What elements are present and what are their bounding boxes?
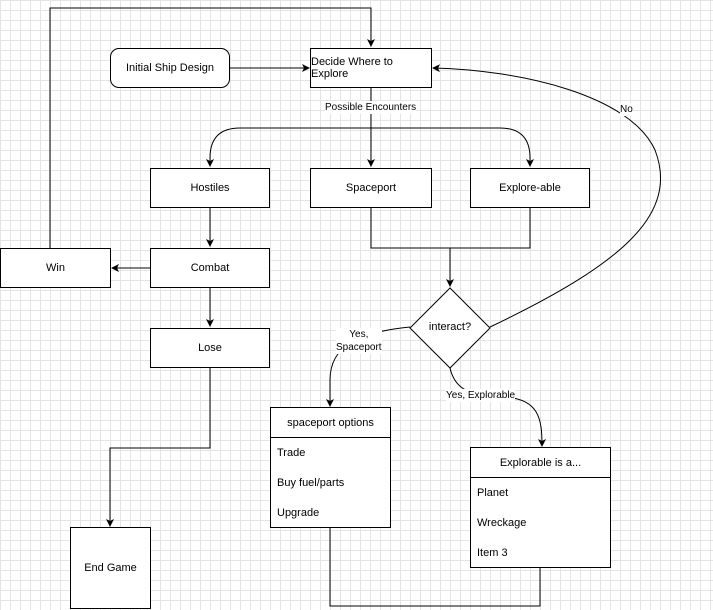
explorable-list[interactable]: Explorable is a... Planet Wreckage Item … xyxy=(470,447,611,568)
explorable-title: Explorable is a... xyxy=(471,448,610,478)
edge-bottom-lines xyxy=(329,528,541,607)
yes-spaceport-line2: Spaceport xyxy=(336,342,382,353)
win-node[interactable]: Win xyxy=(0,248,111,288)
lose-node[interactable]: Lose xyxy=(150,328,270,368)
yes-spaceport-label: Yes, Spaceport xyxy=(336,328,382,354)
list-item[interactable]: Trade xyxy=(277,447,306,459)
interact-label: interact? xyxy=(428,321,472,333)
lose-label: Lose xyxy=(198,342,222,354)
exploreable-label: Explore-able xyxy=(499,182,561,194)
list-item[interactable]: Upgrade xyxy=(277,507,320,519)
edge-win-to-decide xyxy=(49,7,375,248)
initial-ship-design-node[interactable]: Initial Ship Design xyxy=(110,48,230,88)
edge-interact-yes-explorable xyxy=(449,367,546,447)
no-label: No xyxy=(620,103,633,116)
spaceport-label: Spaceport xyxy=(345,182,397,194)
interact-diamond xyxy=(409,287,491,369)
combat-node[interactable]: Combat xyxy=(150,248,270,288)
end-game-label: End Game xyxy=(84,562,137,574)
exploreable-node[interactable]: Explore-able xyxy=(470,168,590,208)
decide-where-node[interactable]: Decide Where to Explore xyxy=(310,48,432,88)
yes-spaceport-line1: Yes, xyxy=(349,329,369,340)
decide-where-label: Decide Where to Explore xyxy=(311,56,393,80)
edge-spaceport-to-interact xyxy=(370,208,531,249)
spaceport-node[interactable]: Spaceport xyxy=(310,168,432,208)
list-item[interactable]: Planet xyxy=(477,487,509,499)
list-item[interactable]: Item 3 xyxy=(477,547,508,559)
edge-interact-no xyxy=(432,64,661,328)
yes-explorable-label: Yes, Explorable xyxy=(446,389,516,402)
edge-decide-to-exploreable xyxy=(371,127,534,167)
possible-encounters-label: Possible Encounters xyxy=(325,101,417,114)
edge-lose-to-endgame xyxy=(106,368,211,527)
combat-label: Combat xyxy=(190,262,230,274)
initial-ship-design-label: Initial Ship Design xyxy=(125,62,215,74)
edge-decide-to-hostiles xyxy=(206,127,371,167)
hostiles-label: Hostiles xyxy=(190,182,230,194)
win-label: Win xyxy=(46,262,65,274)
list-item[interactable]: Wreckage xyxy=(477,517,527,529)
end-game-node[interactable]: End Game xyxy=(70,527,151,609)
hostiles-node[interactable]: Hostiles xyxy=(150,168,270,208)
spaceport-options-title: spaceport options xyxy=(271,408,390,438)
list-item[interactable]: Buy fuel/parts xyxy=(277,477,345,489)
spaceport-options-list[interactable]: spaceport options Trade Buy fuel/parts U… xyxy=(270,407,391,528)
